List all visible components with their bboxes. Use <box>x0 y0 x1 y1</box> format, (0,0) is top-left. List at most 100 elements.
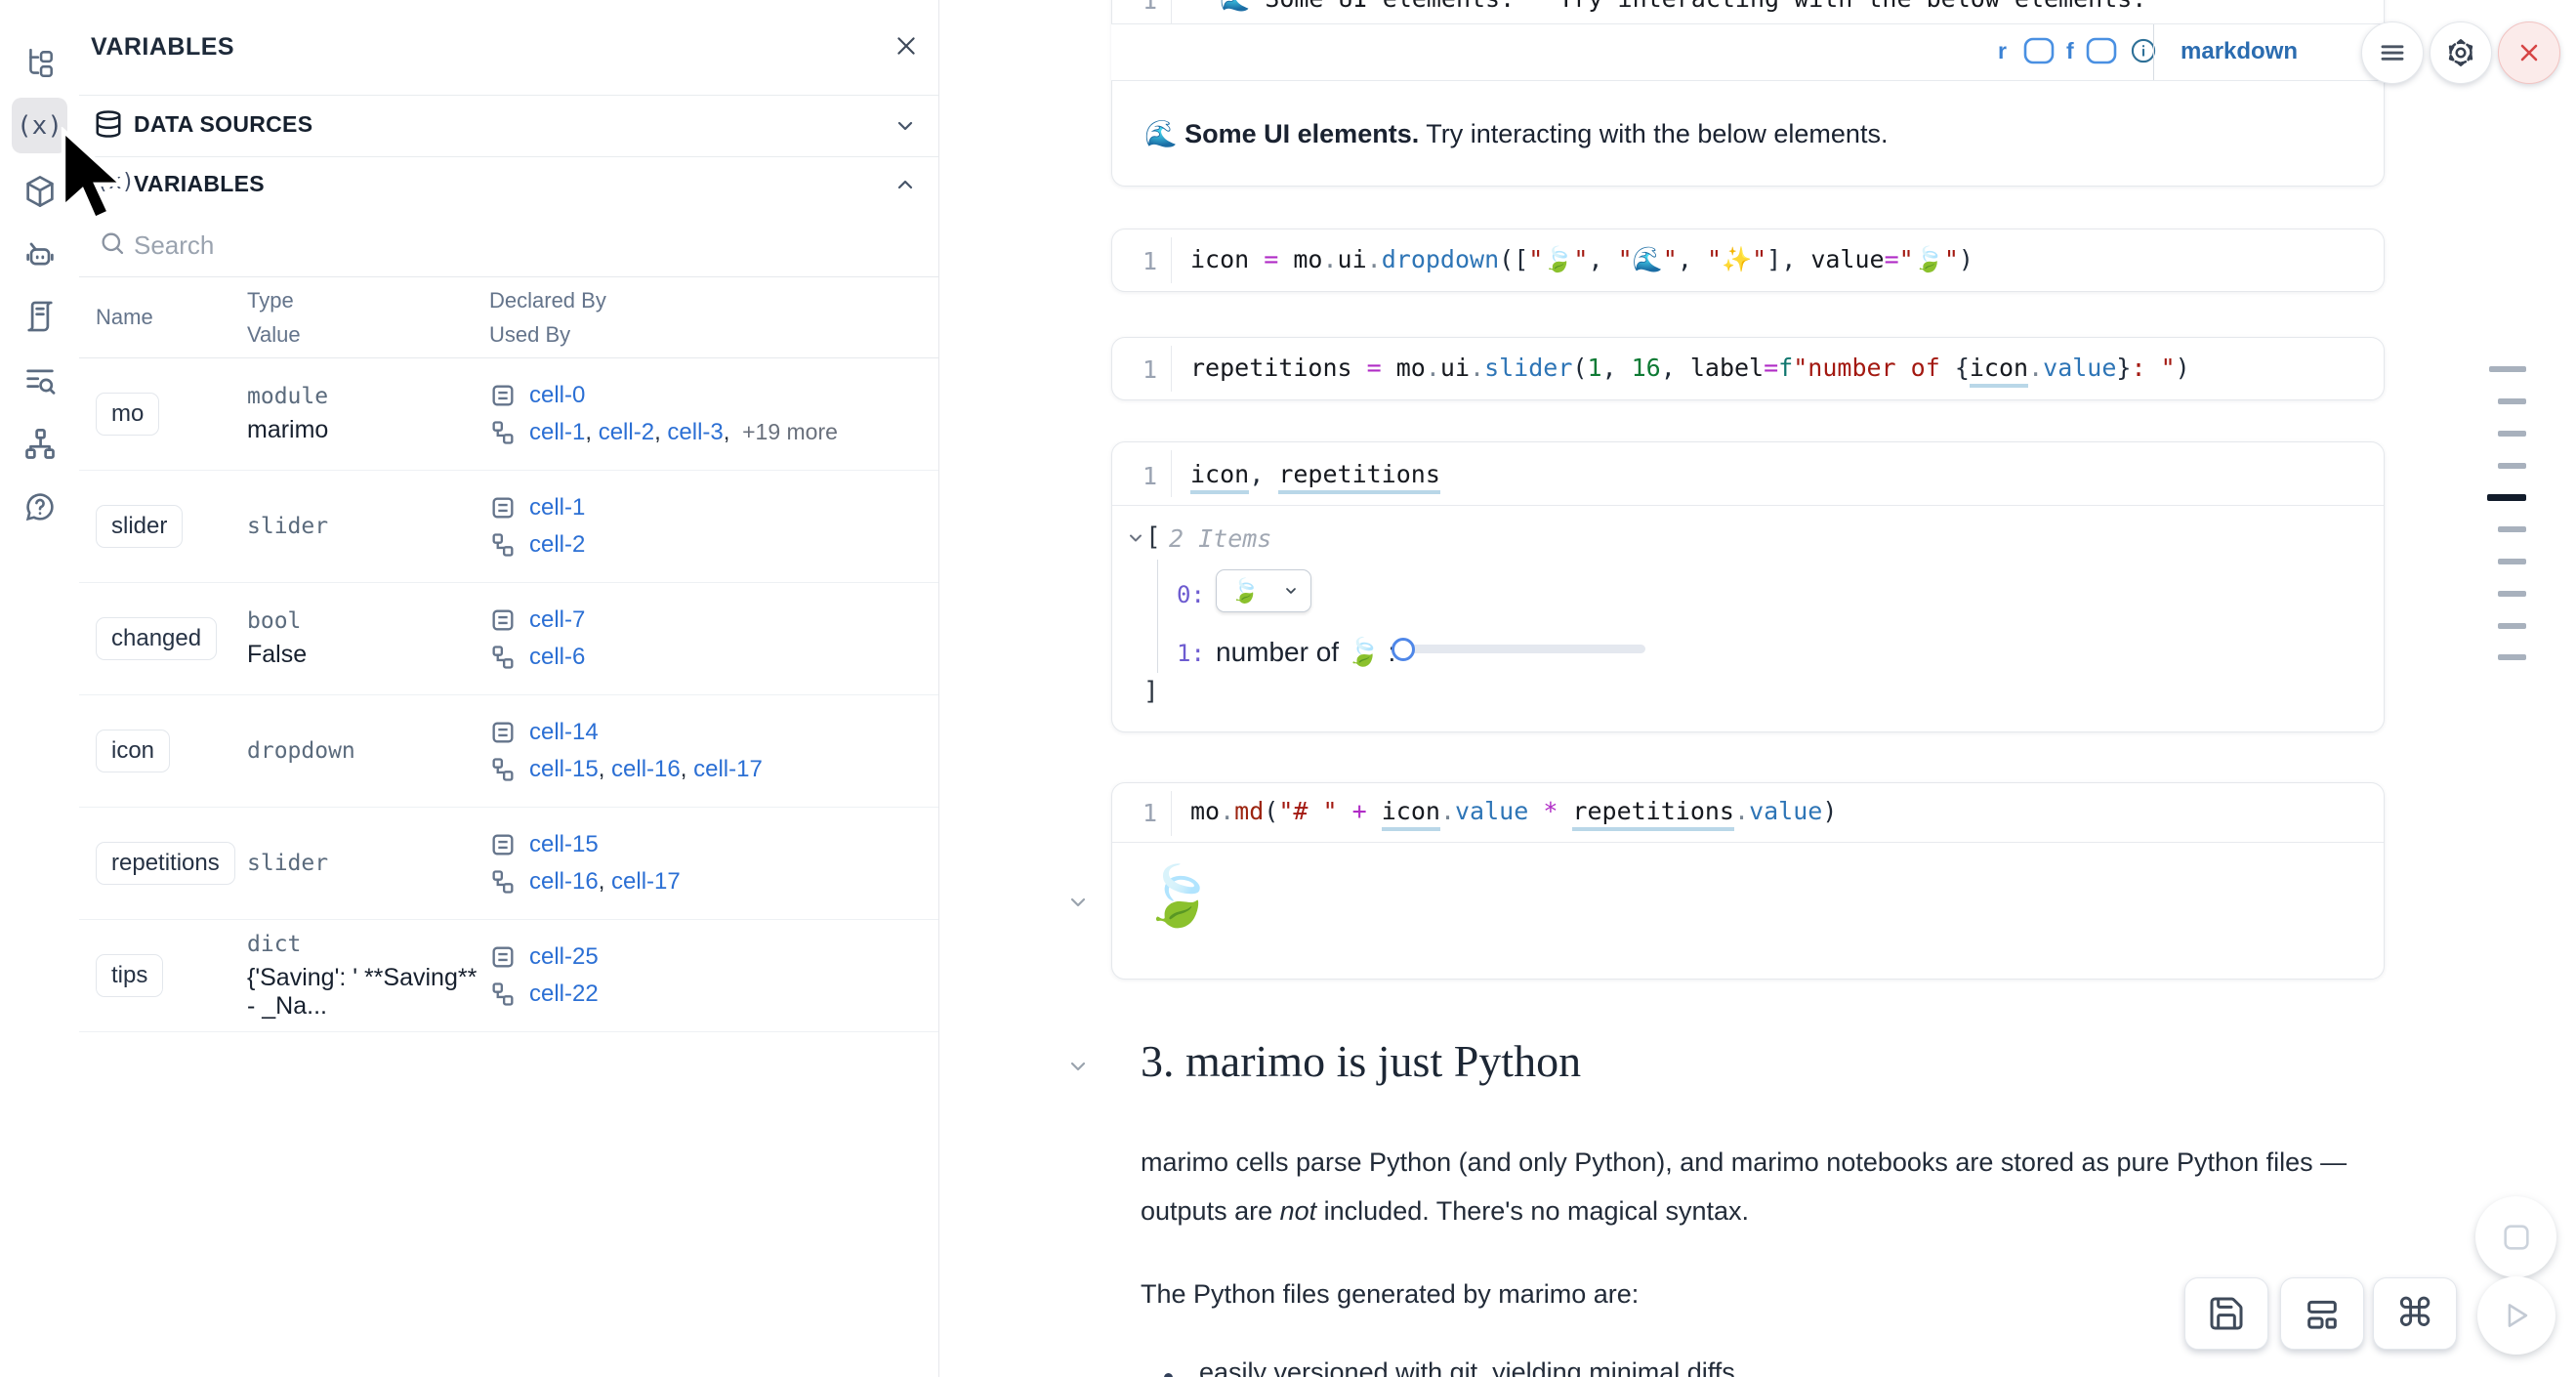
variable-name-chip[interactable]: repetitions <box>96 842 235 885</box>
cell-link[interactable]: cell-22 <box>529 981 599 1007</box>
save-icon <box>2207 1294 2246 1333</box>
close-panel-button[interactable] <box>893 33 919 59</box>
code-cell[interactable]: 1 icon, repetitions [ 2 Items 0: 🍃 1: nu… <box>1111 441 2385 732</box>
markdown-output: 🌊 Some UI elements. Try interacting with… <box>1144 119 1889 148</box>
run-keycap-icon[interactable] <box>2023 37 2055 64</box>
cell-link[interactable]: cell-16 <box>529 868 611 895</box>
frame-toggle-button[interactable] <box>2475 1196 2556 1277</box>
cell-link[interactable]: cell-2 <box>599 419 668 445</box>
cell-link[interactable]: cell-15 <box>529 831 599 857</box>
cell-link[interactable]: cell-3 <box>667 419 736 445</box>
table-row: tips dict{'Saving': ' **Saving** - _Na..… <box>79 920 938 1032</box>
used-by-icon <box>489 756 517 783</box>
dependency-graph-icon[interactable] <box>12 416 67 472</box>
code-editor-line[interactable]: repetitions = mo.ui.slider(1, 16, label=… <box>1190 354 2190 388</box>
tree-index-label: 1: <box>1177 640 1205 667</box>
tree-collapse-chevron-icon[interactable] <box>1126 528 1145 548</box>
variable-name-chip[interactable]: mo <box>96 393 160 436</box>
info-icon[interactable] <box>2130 37 2157 64</box>
gear-icon <box>2445 37 2476 68</box>
package-icon[interactable] <box>12 163 67 219</box>
data-sources-section-header[interactable]: DATA SOURCES <box>79 95 938 156</box>
code-cell[interactable]: 1 repetitions = mo.ui.slider(1, 16, labe… <box>1111 337 2385 400</box>
cell-link[interactable]: cell-1 <box>529 419 599 445</box>
variable-name-chip[interactable]: icon <box>96 730 171 772</box>
variable-name-chip[interactable]: changed <box>96 617 218 660</box>
variables-icon[interactable]: (x) <box>12 98 67 153</box>
run-button[interactable] <box>2477 1276 2555 1355</box>
layout-button[interactable] <box>2280 1277 2364 1350</box>
minimap-mark[interactable] <box>2489 366 2526 372</box>
cell-link[interactable]: cell-17 <box>611 868 681 895</box>
minimap-mark-active[interactable] <box>2487 494 2526 501</box>
variables-section-icon: (x) <box>96 170 135 194</box>
cell-link[interactable]: cell-15 <box>529 756 611 782</box>
shutdown-button[interactable] <box>2498 21 2560 84</box>
file-tree-icon[interactable] <box>12 35 67 91</box>
minimap-mark[interactable] <box>2498 591 2526 597</box>
save-button[interactable] <box>2184 1277 2268 1350</box>
code-cell[interactable]: 1 icon = mo.ui.dropdown(["🍃", "🌊", "✨"],… <box>1111 229 2385 292</box>
chevron-down-icon <box>1283 583 1299 599</box>
focus-keycap-icon[interactable] <box>2086 37 2117 64</box>
settings-button[interactable] <box>2430 21 2492 84</box>
cell-link[interactable]: cell-14 <box>529 719 599 745</box>
notebook-menu-button[interactable] <box>2361 21 2424 84</box>
cell-link[interactable]: cell-0 <box>529 382 586 408</box>
output-collapse-chevron-icon[interactable] <box>1066 891 1090 914</box>
focus-shortcut-label[interactable]: f <box>2066 38 2074 63</box>
declared-by-icon <box>489 943 517 971</box>
search-input[interactable] <box>132 213 888 278</box>
scratchpad-search-icon[interactable] <box>12 353 67 408</box>
cell-link[interactable]: cell-7 <box>529 606 586 633</box>
declared-by-icon <box>489 382 517 409</box>
command-palette-button[interactable]: ⌘ <box>2373 1277 2457 1350</box>
minimap-mark[interactable] <box>2498 463 2526 469</box>
panel-title: VARIABLES <box>91 33 235 61</box>
code-editor-line[interactable]: icon = mo.ui.dropdown(["🍃", "🌊", "✨"], v… <box>1190 245 1974 273</box>
dropdown-widget[interactable]: 🍃 <box>1216 569 1311 612</box>
cell-link[interactable]: cell-17 <box>693 756 763 782</box>
minimap-mark[interactable] <box>2498 559 2526 564</box>
code-editor-line[interactable]: icon, repetitions <box>1190 460 1440 494</box>
cell-link[interactable]: cell-1 <box>529 494 586 521</box>
snippets-icon[interactable] <box>12 288 67 344</box>
variables-section-header[interactable]: (x) VARIABLES <box>79 156 938 213</box>
code-cell[interactable]: 1 mo.md("# " + icon.value * repetitions.… <box>1111 782 2385 980</box>
more-cells-label[interactable]: +19 more <box>742 419 838 444</box>
chevron-up-icon[interactable] <box>893 173 917 196</box>
table-row: repetitions slider cell-15 cell-16cell-1… <box>79 808 938 920</box>
variable-name-chip[interactable]: tips <box>96 954 164 997</box>
declared-by-icon <box>489 606 517 634</box>
code-editor-line[interactable]: mo.md("# " + icon.value * repetitions.va… <box>1190 797 1837 831</box>
chevron-down-icon[interactable] <box>893 114 917 138</box>
cell-link[interactable]: cell-2 <box>529 531 586 558</box>
ai-assistant-icon[interactable] <box>12 226 67 281</box>
code-editor-line[interactable]: **🌊 Some UI elements.** Try interacting … <box>1190 0 2146 14</box>
declared-by-icon <box>489 719 517 746</box>
tree-index-label: 0: <box>1177 581 1205 608</box>
used-by-icon <box>489 981 517 1008</box>
minimap-mark[interactable] <box>2498 398 2526 404</box>
variable-name-chip[interactable]: slider <box>96 505 184 548</box>
cell-link[interactable]: cell-25 <box>529 943 599 970</box>
run-shortcut-label[interactable]: r <box>1998 38 2007 63</box>
slider-label: number of 🍃 : <box>1216 637 1396 667</box>
item-count-label: 2 Items <box>1169 524 1272 553</box>
help-icon[interactable] <box>12 479 67 534</box>
minimap-mark[interactable] <box>2498 654 2526 660</box>
minimap-mark[interactable] <box>2498 431 2526 437</box>
section-collapse-chevron-icon[interactable] <box>1066 1055 1090 1078</box>
minimap-mark[interactable] <box>2498 623 2526 629</box>
minimap-mark[interactable] <box>2498 526 2526 532</box>
declared-by-icon <box>489 494 517 522</box>
declared-by-icon <box>489 831 517 858</box>
used-by-icon <box>489 644 517 671</box>
slider-track[interactable] <box>1393 645 1645 653</box>
slider-thumb[interactable] <box>1392 638 1415 661</box>
cell-link[interactable]: cell-6 <box>529 644 586 670</box>
cell-language-label[interactable]: markdown <box>2181 38 2299 64</box>
cell-link[interactable]: cell-16 <box>611 756 693 782</box>
